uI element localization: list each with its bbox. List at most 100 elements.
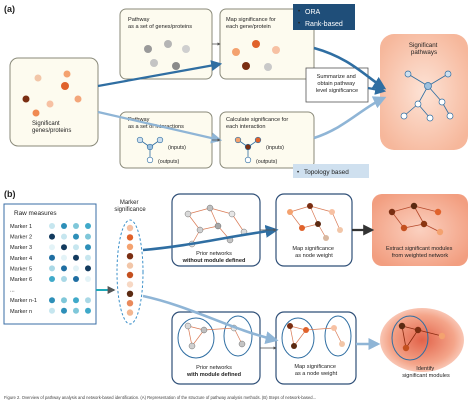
arrow-genes-to-map (97, 60, 223, 88)
measure-dot (49, 276, 55, 282)
interaction-node (244, 156, 252, 164)
marker-label: Marker 3 (10, 245, 32, 251)
outputs-label-left: (outputs) (158, 159, 179, 165)
significance-dot (126, 262, 134, 269)
prior-networks-label-bottom: Prior networks (196, 365, 232, 371)
module-ellipse (391, 315, 429, 361)
module-node (410, 202, 418, 210)
marker-label: ... (10, 288, 15, 294)
measure-dot (73, 233, 79, 240)
marker-label: Marker n-1 (10, 298, 37, 304)
significance-dot (126, 234, 134, 241)
module-node (420, 220, 428, 228)
measure-dot (61, 265, 67, 272)
network-node (184, 210, 192, 218)
weighted-node (307, 203, 313, 209)
mapped-node (272, 46, 280, 54)
arrow-significance-to-top (142, 224, 279, 252)
significance-dot (126, 253, 134, 260)
with-module-label: with module defined (186, 372, 242, 378)
marker-significance-group: Marker significance (114, 200, 146, 325)
module-ellipse (223, 315, 253, 357)
measure-dot (85, 223, 91, 229)
measure-dot (49, 254, 55, 261)
interaction-node (156, 136, 164, 144)
pathway-graph-node (444, 70, 452, 78)
measure-dot (85, 297, 91, 304)
module-ellipse (281, 317, 315, 359)
map-node-weight-bottom-box: Map significance as a node weight (275, 311, 357, 385)
significant-pathways-panel: Significant pathways (380, 34, 468, 150)
measure-dot (73, 265, 79, 272)
module-ellipse (324, 315, 352, 357)
network-node (184, 322, 192, 330)
marker-significance-ellipse (116, 219, 144, 325)
calc-each-interaction-label: Calculate significance for each interact… (226, 117, 290, 130)
module-node (398, 322, 406, 330)
marker-label: Marker 4 (10, 256, 32, 262)
measure-dot (49, 223, 55, 229)
significance-dot (126, 271, 134, 279)
prior-network-without-module: Prior networks without module defined (171, 193, 261, 267)
pathway-node (150, 59, 158, 67)
map-each-gene-label: Map significance for each gene/protein (226, 17, 277, 30)
pathway-genes-box: Pathway as a set of genes/proteins (119, 8, 213, 80)
rank-bullet: • (298, 21, 300, 27)
pathway-graph-node (400, 112, 408, 120)
gene-node (61, 82, 69, 90)
measure-dot (85, 265, 91, 272)
weighted-node (323, 235, 329, 241)
identify-modules-panel: Identify significant modules (380, 308, 464, 379)
outputs-label-right: (outputs) (256, 159, 277, 165)
pathway-graph-node (438, 98, 446, 106)
topology-bullet: • (297, 170, 299, 176)
network-node (214, 222, 222, 230)
arrow-genes-to-calc (97, 110, 223, 144)
measure-dot (73, 307, 79, 314)
marker-label: Marker 2 (10, 235, 32, 241)
summarize-label: Summarize and obtain pathway level signi… (316, 74, 358, 94)
network-node (200, 326, 208, 334)
measure-dot (61, 244, 67, 251)
measure-dot (85, 244, 91, 251)
measure-dot (73, 276, 79, 282)
weighted-node (299, 225, 305, 231)
arrow-summarize-to-pathways (367, 83, 387, 95)
mapped-node (232, 48, 240, 56)
significance-dot (126, 281, 134, 288)
summarize-box: Summarize and obtain pathway level signi… (305, 67, 369, 103)
ora-bullet: • (298, 9, 300, 15)
network-node (238, 340, 246, 348)
pathway-graph-node (426, 114, 434, 122)
measure-dot (73, 244, 79, 251)
measure-dot (49, 265, 55, 272)
mapped-node (252, 40, 260, 48)
pathway-graph-node (446, 112, 454, 120)
gene-node (63, 70, 71, 78)
module-node (414, 326, 422, 334)
pathway-graph-node (414, 100, 422, 108)
significance-dot (126, 290, 134, 297)
measure-dot (49, 307, 55, 314)
without-module-label: without module defined (182, 258, 246, 264)
raw-measures-label: Raw measures (14, 210, 57, 217)
module-node (438, 332, 446, 340)
extract-modules-label: Extract significant modules from weighte… (386, 246, 454, 259)
measure-dot (49, 244, 55, 251)
network-node (206, 204, 214, 212)
gene-node (74, 95, 82, 103)
inputs-label-left: (inputs) (168, 145, 186, 151)
network-node (196, 226, 204, 234)
weighted-node (287, 209, 293, 215)
significance-dot (126, 300, 134, 307)
interaction-node (146, 143, 154, 151)
weighted-node (331, 325, 337, 331)
measure-dot (49, 297, 55, 304)
weighted-node (287, 323, 293, 329)
rank-label: Rank-based (305, 21, 343, 28)
topology-label: Topology based (304, 169, 349, 176)
inputs-label-right: (inputs) (266, 145, 284, 151)
extract-modules-panel: Extract significant modules from weighte… (372, 194, 468, 266)
